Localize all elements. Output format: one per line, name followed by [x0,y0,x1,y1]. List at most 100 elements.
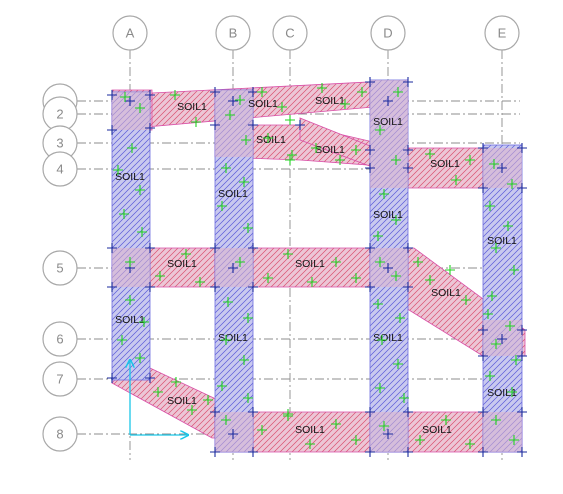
plus-cross-icon [478,407,488,417]
plus-cross-icon [221,335,231,345]
grid-bubble-label: 7 [56,372,63,387]
plus-cross-icon [217,381,227,391]
grid-bubble-row-4[interactable]: 4 [42,151,78,187]
plus-cross-icon [441,415,451,425]
plus-cross-icon [155,271,165,281]
plus-cross-icon [375,383,385,393]
plus-cross-icon [517,351,527,361]
plus-cross-icon [248,447,258,457]
strip-label: SOIL1 [315,144,345,156]
grid-bubble-row-7[interactable]: 7 [42,361,78,397]
grid-bubble-col-b[interactable]: B [215,15,251,51]
plus-cross-icon [399,393,409,403]
plus-cross-icon [403,407,413,417]
grid-bubble-row-5[interactable]: 5 [42,250,78,286]
soil-strip-15[interactable] [482,144,523,453]
plus-cross-icon [491,415,501,425]
plus-cross-icon [210,87,220,97]
plus-cross-icon [153,387,163,397]
strip-label: SOIL1 [167,395,197,407]
soil-labels: SOIL1 SOIL1 SOIL1 SOIL1 SOIL1 SOIL1 SOIL… [115,95,517,436]
plus-cross-icon [517,183,527,193]
plus-cross-icon [377,335,387,345]
strip-label: SOIL1 [248,98,278,110]
grid-bubble-label: 5 [56,261,63,276]
plus-cross-icon [120,92,130,102]
strip-label: SOIL1 [373,209,403,221]
plus-cross-icon [235,95,245,105]
plus-cross-icon [375,257,385,267]
plus-cross-icon [485,371,495,381]
grid-bubble-row-6[interactable]: 6 [42,321,78,357]
plus-cross-icon [235,257,245,267]
grid-bubble-col-e[interactable]: E [484,15,520,51]
plus-cross-icon [283,409,293,419]
plus-cross-icon [287,150,297,160]
plus-cross-icon [445,265,455,275]
plus-cross-icon [257,425,267,435]
plus-cross-icon [505,321,515,331]
plus-cross-icon [489,159,499,169]
plus-cross-icon [170,90,180,100]
plus-cross-icon [483,309,493,319]
plus-cross-icon [517,447,527,457]
plus-cross-icon [391,155,401,165]
strip-label: SOIL1 [315,95,345,107]
strip-label: SOIL1 [431,287,461,299]
plus-cross-icon [221,415,231,425]
circle-bubble-icon [42,416,78,452]
grid-bubble-row-8[interactable]: 8 [42,416,78,452]
plus-cross-icon [340,99,350,109]
plus-cross-icon [403,447,413,457]
plus-cross-icon [210,282,220,292]
plus-cross-icon [307,277,317,287]
plus-cross-icon [357,87,367,97]
plus-cross-icon [135,353,145,363]
plus-cross-icon [248,282,258,292]
strip-label: SOIL1 [115,171,145,183]
plus-cross-icon [217,201,227,211]
plus-cross-icon [331,419,341,429]
plus-cross-icon [461,295,471,305]
plus-cross-icon [365,145,375,155]
plus-cross-icon [509,435,519,445]
plus-cross-icon [283,249,293,259]
plus-cross-icon [365,447,375,457]
grid-bubble-col-a[interactable]: A [112,15,148,51]
grid-bubble-col-c[interactable]: C [272,15,308,51]
circle-bubble-icon [42,250,78,286]
plus-cross-icon [383,263,393,273]
plus-cross-icon [478,447,488,457]
plus-cross-icon [391,271,401,281]
plus-cross-icon [375,125,385,135]
plus-cross-icon [305,439,315,449]
plus-cross-icon [145,243,155,253]
plus-cross-icon [365,77,375,87]
plus-cross-icon [139,317,149,327]
plus-cross-icon [285,155,295,165]
strip-label: SOIL1 [177,101,207,113]
plus-cross-icon [487,291,497,301]
circle-bubble-icon [484,15,520,51]
plus-cross-icon [295,120,305,130]
plus-cross-icon [195,277,205,287]
grid-bubble-col-d[interactable]: D [370,15,406,51]
plus-cross-icon [517,325,527,335]
mesh-nodes [107,77,527,457]
circle-bubble-icon [272,15,308,51]
soil-strip-12[interactable] [111,91,151,381]
grid-bubble-label: 6 [56,332,63,347]
plus-cross-icon [451,175,461,185]
plus-cross-icon [465,439,475,449]
plus-cross-icon [503,221,513,231]
plus-cross-icon [507,179,517,189]
plus-cross-icon [497,334,507,344]
plus-cross-icon [373,231,383,241]
plus-cross-icon [241,135,251,145]
plus-cross-icon [478,183,488,193]
plus-cross-icon [210,407,220,417]
grid-bubble-label: D [383,26,392,41]
strip-label: SOIL1 [487,235,517,247]
plus-cross-icon [239,355,249,365]
plus-cross-icon [478,351,488,361]
